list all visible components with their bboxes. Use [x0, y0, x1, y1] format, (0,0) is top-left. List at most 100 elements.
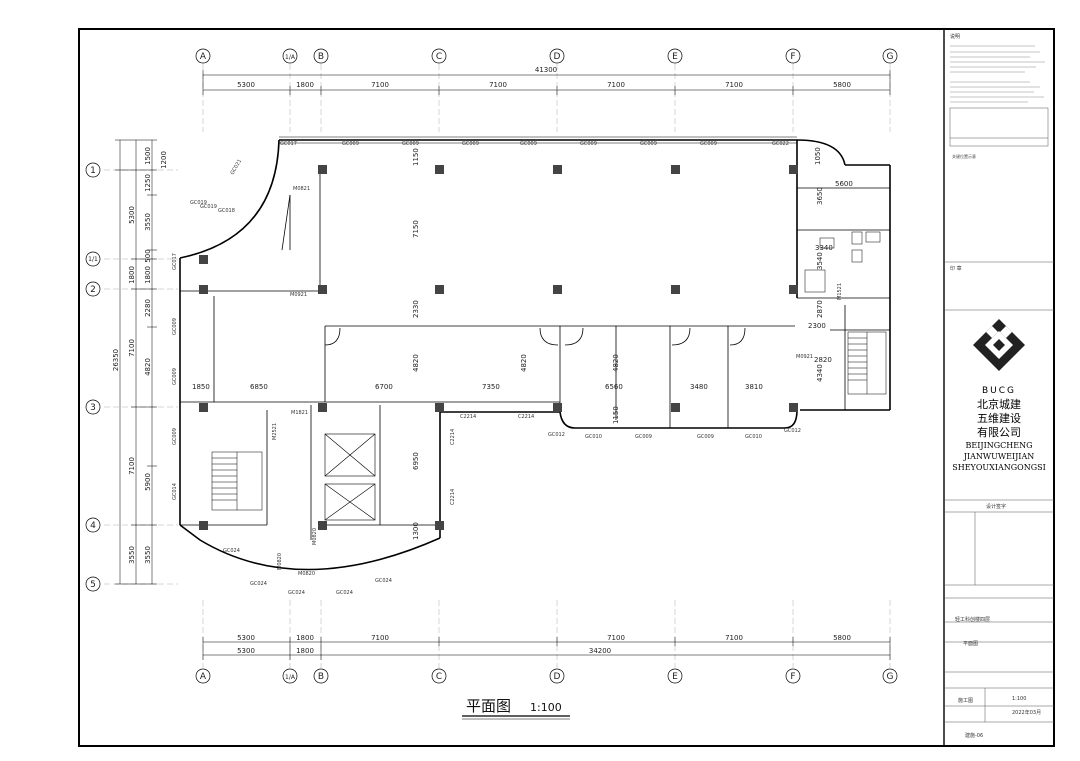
- axis-label: 1/1: [88, 256, 98, 263]
- window-label: GC009: [342, 141, 359, 147]
- axis-label: 3: [90, 403, 96, 413]
- dimension-text: 1800: [296, 647, 314, 655]
- window-label: GC012: [548, 432, 565, 438]
- axis-label: A: [200, 52, 207, 62]
- window-label: GC009: [172, 318, 178, 335]
- room-dimension: 4820: [612, 354, 620, 372]
- room-dimension: 6560: [605, 383, 623, 391]
- axis-label: 1: [90, 166, 96, 176]
- dimension-text: 4820: [144, 358, 152, 376]
- room-dimension: 6950: [412, 452, 420, 470]
- dimension-text: 5900: [144, 473, 152, 491]
- axis-label: 1/A: [285, 54, 296, 61]
- stair-west: [211, 451, 263, 511]
- dimension-text: 7100: [128, 339, 136, 357]
- project-name: 轻工科创楼四层: [955, 616, 990, 623]
- axis-label: C: [436, 52, 442, 62]
- dimension-text: 5300: [237, 634, 255, 642]
- window-label: GC009: [635, 434, 652, 440]
- dimension-text: 3550: [128, 546, 136, 564]
- dimension-text: 5800: [833, 634, 851, 642]
- axis-label: E: [672, 672, 678, 682]
- dimension-text: 1800: [128, 266, 136, 284]
- design-sign-label: 设计签字: [986, 503, 1006, 510]
- dimension-text: 1200: [160, 151, 168, 169]
- grid-lines: [104, 64, 891, 668]
- drawing-scale: 1:100: [530, 701, 562, 714]
- room-dimension: 1050: [814, 147, 822, 165]
- toilet-fixtures: [804, 231, 881, 293]
- axis-label: E: [672, 52, 678, 62]
- left-dimension-lines: [115, 139, 157, 585]
- room-dimension: 4340: [816, 364, 824, 382]
- columns: [199, 165, 798, 530]
- window-label: C2214: [460, 414, 476, 420]
- room-dimension: 6700: [375, 383, 393, 391]
- room-dimension: 3540: [816, 252, 824, 270]
- bottom-axis-labels: A 1/A B C D E F G: [200, 672, 894, 682]
- window-label: GC009: [697, 434, 714, 440]
- elevator-shafts: [324, 433, 376, 521]
- axis-label: B: [318, 672, 324, 682]
- room-dimension: 7150: [412, 220, 420, 238]
- room-dimension: 1150: [412, 148, 420, 166]
- logo-abbr: BUCG: [982, 386, 1016, 396]
- window-label: GC009: [402, 141, 419, 147]
- stage: 施工图: [958, 697, 973, 704]
- company-en: SHEYOUXIANGONGSI: [952, 463, 1046, 472]
- key-plan-label: 关键位置示意: [952, 153, 976, 159]
- dimension-text: 5300: [237, 647, 255, 655]
- dimension-text: 7100: [128, 457, 136, 475]
- window-label: C2214: [450, 489, 456, 505]
- sign-table: [944, 499, 1054, 723]
- window-label: GC018: [218, 208, 235, 214]
- room-dimension: 2820: [814, 356, 832, 364]
- dimension-text: 1250: [144, 174, 152, 192]
- room-dimension: 3480: [690, 383, 708, 391]
- drawing-name: 平面图: [963, 641, 978, 647]
- window-label: GC009: [580, 141, 597, 147]
- door-label: M1521: [837, 283, 843, 300]
- company-en: BEIJINGCHENG: [966, 441, 1033, 450]
- room-dimension: 1850: [192, 383, 210, 391]
- dimension-text: 7100: [607, 634, 625, 642]
- window-label: GC024: [250, 581, 267, 587]
- title-block: 说明 关键位置示意 印 章 BUCG 北京城建 五维建设 有限公司 BEIJIN…: [944, 33, 1054, 739]
- dimension-text: 1800: [296, 634, 314, 642]
- bottom-axis-bubbles: [195, 668, 898, 684]
- company-cn: 五维建设: [977, 411, 1021, 425]
- window-label: GC021: [230, 158, 244, 176]
- window-label: GC009: [462, 141, 479, 147]
- window-label: GC024: [336, 590, 353, 596]
- window-label: GC009: [172, 368, 178, 385]
- dimension-text: 7100: [489, 81, 507, 89]
- dimension-text: 34200: [589, 647, 611, 655]
- dimension-text: 500: [144, 249, 152, 262]
- window-label: GC019: [200, 204, 217, 210]
- drawing-number: 建施-06: [965, 732, 983, 739]
- axis-label: G: [887, 52, 894, 62]
- window-label: GC017: [280, 141, 297, 147]
- dimension-text: 5300: [237, 81, 255, 89]
- curtain-wall-north: [279, 136, 797, 144]
- stair-east: [847, 331, 887, 395]
- window-labels: GC017 GC009 GC009 GC009 GC009 GC009 GC00…: [172, 141, 801, 596]
- left-dimension-texts: 26350 5300 1800 7100 7100 3550 1500 1250…: [112, 147, 168, 564]
- tb-scale: 1:100: [1012, 696, 1026, 702]
- axis-label: B: [318, 52, 324, 62]
- company-cn: 有限公司: [977, 425, 1021, 439]
- window-label: C2214: [518, 414, 534, 420]
- company-en: JIANWUWEIJIAN: [963, 452, 1034, 461]
- axis-label: D: [554, 52, 561, 62]
- room-dimension: 4820: [412, 354, 420, 372]
- room-dimension: 4820: [520, 354, 528, 372]
- axis-label: F: [790, 52, 795, 62]
- dimension-text: 7100: [725, 81, 743, 89]
- axis-label: 1/A: [285, 674, 296, 681]
- dimension-text: 1800: [296, 81, 314, 89]
- axis-label: F: [790, 672, 795, 682]
- door-label: M0820: [277, 553, 283, 570]
- company-cn: 北京城建: [977, 397, 1021, 411]
- top-dimension-texts: 41300 5300 1800 7100 7100 7100 7100 5800: [237, 66, 851, 89]
- window-label: GC017: [172, 253, 178, 270]
